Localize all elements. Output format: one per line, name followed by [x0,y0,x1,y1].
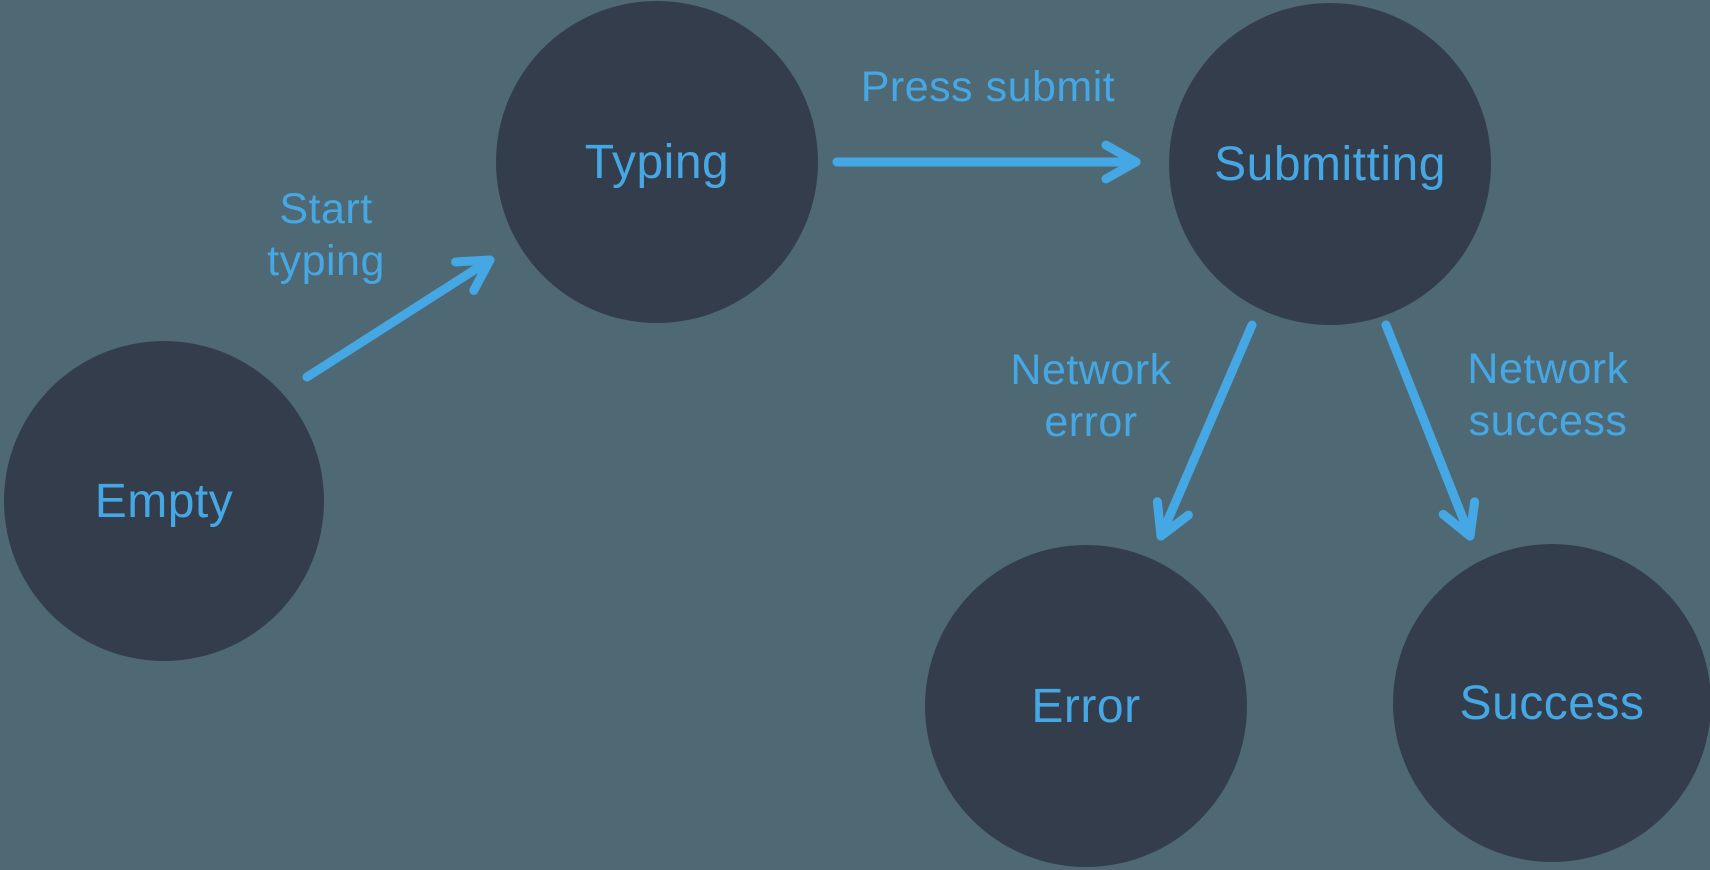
edge-label-line: success [1468,397,1628,445]
state-node-submitting: Submitting [1169,3,1491,325]
edge-label-start-typing: Start typing [176,183,476,287]
edge-label-line: Network [1010,346,1172,394]
state-node-label: Success [1459,676,1645,730]
state-node-label: Error [1031,679,1141,733]
edge-label-line: error [1044,398,1138,446]
edge-label-network-error: Network error [941,344,1241,448]
edge-label-press-submit: Press submit [788,61,1188,113]
state-node-label: Submitting [1214,137,1446,191]
state-node-success: Success [1393,544,1710,862]
state-node-label: Typing [584,135,730,189]
state-node-typing: Typing [496,1,818,323]
edge-label-line: Network [1467,345,1629,393]
state-node-error: Error [925,545,1247,867]
arrow-start-typing [302,255,495,382]
edge-label-line: Start [279,185,373,233]
edge-label-line: typing [267,237,385,285]
state-node-empty: Empty [4,341,324,661]
state-node-label: Empty [94,474,234,528]
arrow-network-error [1152,320,1257,541]
edge-label-network-success: Network success [1398,343,1698,447]
arrow-network-success [1381,320,1480,541]
edge-label-line: Press submit [860,63,1116,111]
